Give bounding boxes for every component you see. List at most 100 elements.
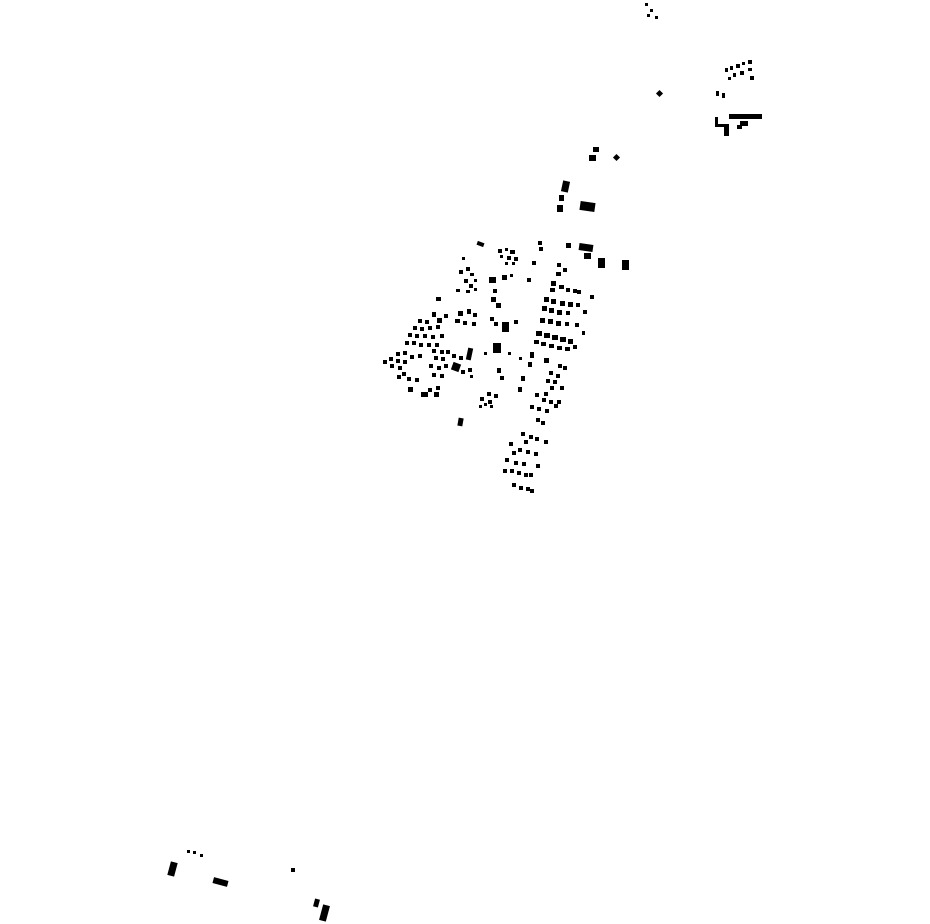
building-footprint [450, 361, 462, 373]
building-footprint [407, 377, 411, 381]
building-footprint [402, 372, 406, 376]
building-footprint [419, 343, 423, 347]
building-footprint [532, 261, 536, 265]
building-footprint [557, 310, 562, 315]
building-footprint [598, 258, 605, 268]
building-footprint [579, 200, 596, 213]
building-footprint [200, 854, 203, 857]
building-footprint [576, 303, 580, 307]
building-footprint [459, 356, 463, 360]
building-footprint [508, 352, 511, 355]
building-footprint [539, 247, 543, 251]
building-footprint [519, 486, 523, 490]
building-footprint [512, 451, 516, 455]
building-footprint [390, 364, 394, 368]
building-footprint [554, 404, 558, 408]
building-footprint [549, 371, 553, 375]
building-footprint [557, 263, 561, 267]
building-footprint [521, 432, 525, 436]
building-footprint [514, 320, 518, 324]
building-footprint [551, 281, 556, 286]
building-footprint [740, 121, 748, 126]
building-footprint [568, 302, 573, 307]
building-footprint [505, 458, 509, 462]
building-footprint [487, 392, 491, 396]
building-footprint [437, 366, 441, 370]
building-footprint [498, 249, 502, 253]
building-footprint [556, 321, 561, 326]
building-footprint [440, 334, 444, 338]
building-footprint [313, 898, 320, 908]
building-footprint [534, 340, 539, 344]
building-footprint [578, 243, 594, 252]
building-footprint [418, 319, 422, 323]
building-footprint [319, 904, 330, 922]
building-footprint [750, 76, 754, 80]
building-footprint [521, 376, 525, 381]
building-footprint [748, 60, 752, 64]
building-footprint [396, 359, 400, 363]
building-footprint [715, 124, 725, 127]
building-footprint [490, 405, 493, 408]
building-footprint [524, 440, 528, 444]
building-footprint [444, 364, 448, 368]
building-footprint [410, 355, 414, 359]
building-footprint [479, 405, 482, 408]
building-footprint [415, 334, 419, 338]
building-footprint [528, 362, 532, 367]
building-footprint [470, 375, 473, 378]
building-footprint [458, 311, 463, 316]
building-footprint [444, 314, 448, 318]
building-footprint [469, 284, 473, 288]
building-footprint [589, 155, 596, 161]
building-footprint [429, 364, 433, 368]
building-footprint [468, 368, 472, 372]
building-footprint [544, 392, 548, 396]
building-footprint [544, 333, 550, 338]
building-footprint [715, 117, 718, 126]
building-footprint [556, 272, 561, 276]
building-footprint [742, 62, 745, 65]
building-footprint [455, 319, 460, 323]
building-footprint [542, 398, 546, 402]
building-footprint [436, 386, 440, 390]
building-footprint [452, 354, 456, 358]
building-footprint [557, 205, 563, 212]
building-footprint [566, 243, 571, 248]
building-footprint [494, 322, 498, 326]
building-footprint [490, 317, 494, 321]
building-footprint [474, 288, 477, 291]
building-footprint [729, 114, 762, 119]
building-footprint [584, 253, 591, 259]
building-footprint [565, 322, 569, 326]
building-footprint [472, 322, 476, 326]
building-footprint [575, 323, 579, 327]
building-footprint [560, 301, 565, 306]
building-footprint [494, 394, 498, 398]
building-footprint [489, 277, 496, 283]
building-footprint [526, 487, 530, 491]
building-footprint [505, 262, 508, 265]
building-footprint [500, 255, 503, 258]
building-footprint [560, 386, 564, 390]
building-footprint [474, 279, 477, 282]
building-footprint [733, 73, 736, 77]
building-footprint [463, 321, 467, 325]
building-footprint [512, 483, 516, 487]
building-footprint [467, 309, 471, 314]
building-footprint [396, 352, 400, 356]
building-footprint [193, 851, 196, 854]
building-footprint [428, 388, 432, 392]
building-footprint [473, 313, 477, 317]
building-footprint [556, 374, 560, 378]
building-footprint [476, 240, 485, 248]
building-footprint [408, 387, 413, 392]
building-footprint [540, 318, 545, 323]
building-footprint [568, 339, 573, 344]
building-footprint [502, 322, 509, 332]
building-footprint [491, 297, 496, 302]
building-footprint [493, 343, 501, 353]
building-footprint [415, 378, 419, 382]
building-footprint [536, 418, 540, 422]
